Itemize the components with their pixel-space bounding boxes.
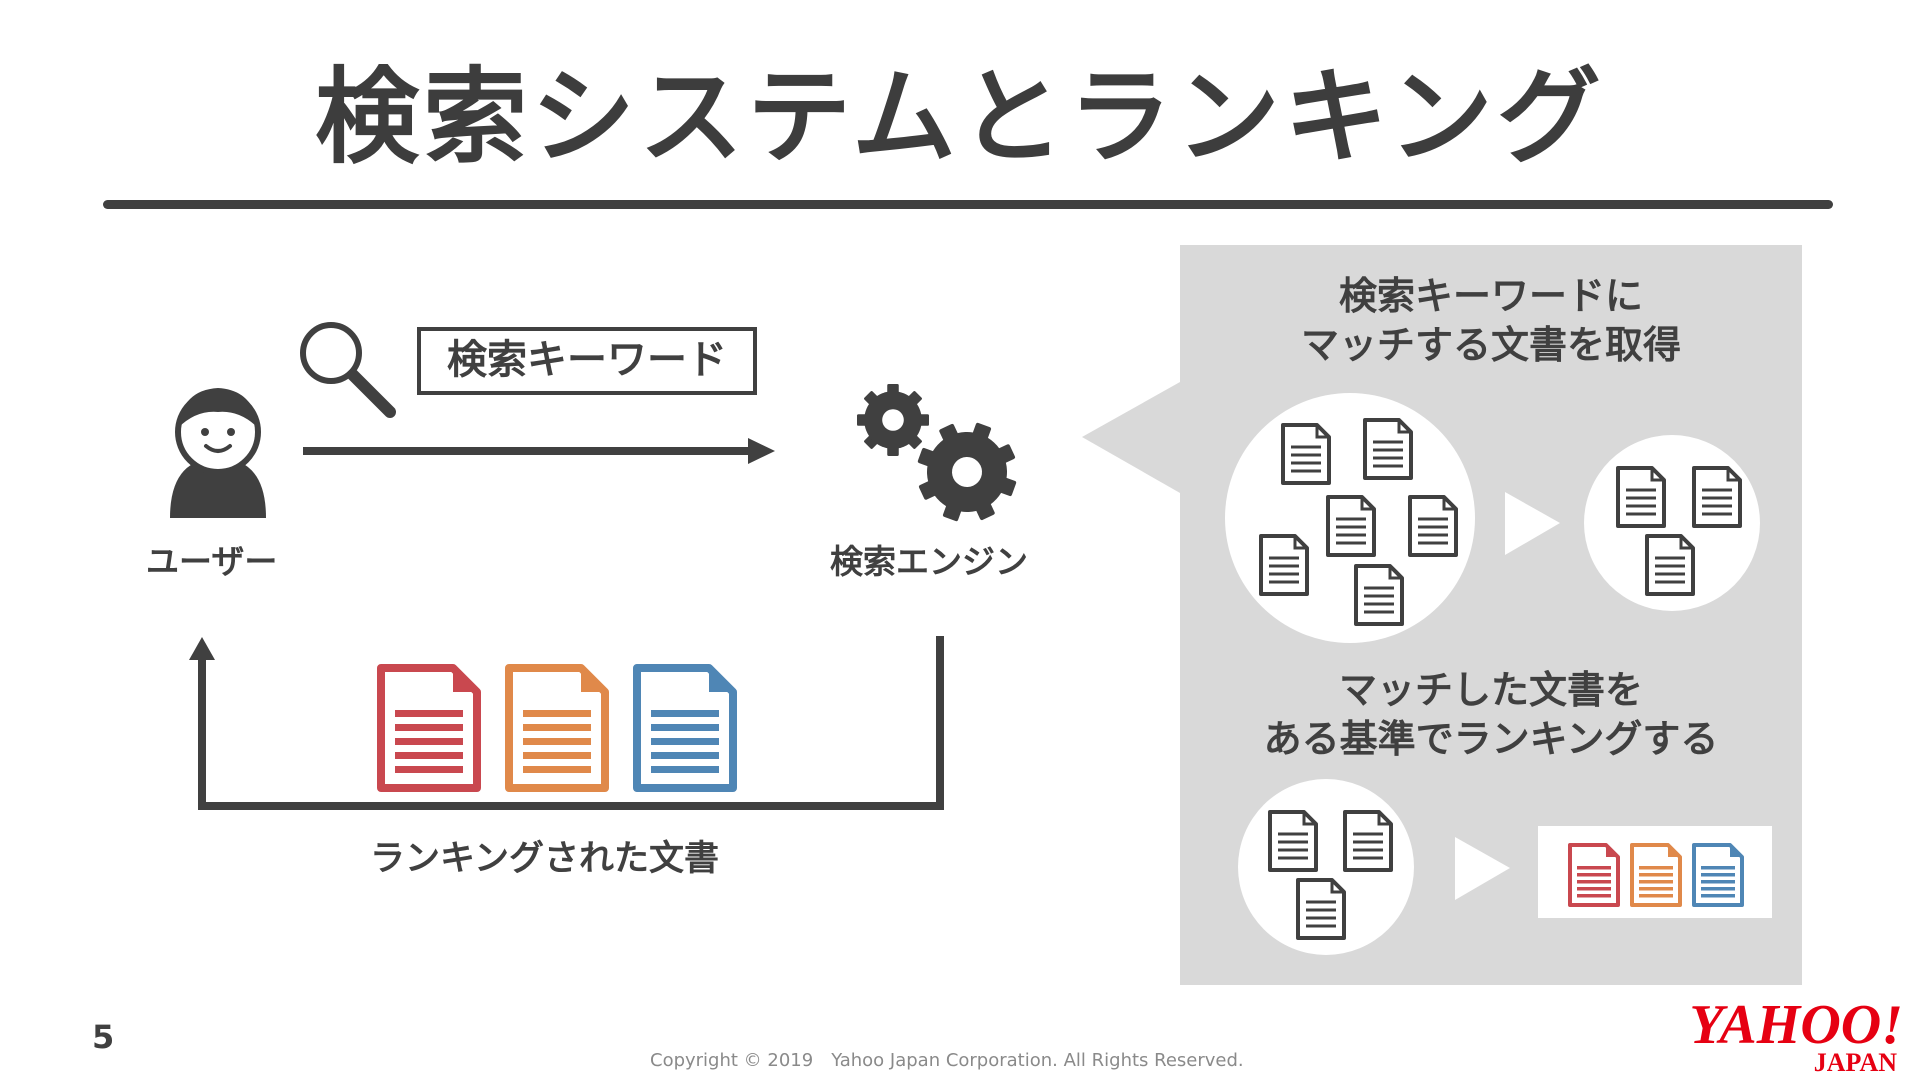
document-icon — [1692, 466, 1742, 528]
search-icon — [300, 322, 396, 418]
document-icon — [1343, 810, 1393, 872]
document-icon — [1408, 495, 1458, 557]
svg-text:JAPAN: JAPAN — [1814, 1048, 1898, 1077]
step1-caption-line1: 検索キーワードに — [1338, 274, 1643, 318]
triangle-arrow-icon — [1455, 837, 1510, 900]
ranked-mini-documents — [1568, 843, 1744, 907]
search-keyword-box: 検索キーワード — [417, 327, 757, 395]
user-icon — [170, 388, 266, 518]
ranked-document-icon — [1630, 843, 1682, 907]
query-arrow — [303, 438, 775, 464]
ranked-document-icon — [633, 664, 737, 792]
copyright-text: Copyright © 2019 Yahoo Japan Corporation… — [650, 1050, 1244, 1071]
step2-caption-line2: ある基準でランキングする — [1263, 717, 1719, 761]
result-arrow — [189, 636, 944, 810]
document-icon — [1326, 495, 1376, 557]
page-number: 5 — [92, 1018, 115, 1056]
title-underline — [103, 200, 1833, 209]
ranked-documents — [377, 664, 737, 792]
document-icon — [1645, 534, 1695, 596]
document-icon — [1296, 878, 1346, 940]
document-icon — [1616, 466, 1666, 528]
user-label: ユーザー — [146, 542, 278, 581]
ranked-document-icon — [1692, 843, 1744, 907]
yahoo-japan-logo: YAHOO! JAPAN — [1689, 994, 1903, 1077]
slide-title: 検索システムとランキング — [315, 56, 1605, 178]
ranked-document-icon — [377, 664, 481, 792]
ranked-document-icon — [1568, 843, 1620, 907]
ranked-document-icon — [505, 664, 609, 792]
step1-caption-line2: マッチする文書を取得 — [1300, 323, 1681, 367]
svg-text:YAHOO!: YAHOO! — [1689, 994, 1903, 1056]
ranked-documents-label: ランキングされた文書 — [370, 839, 719, 879]
document-icon — [1259, 534, 1309, 596]
document-icon — [1281, 423, 1331, 485]
triangle-arrow-icon — [1505, 492, 1560, 555]
panel-pointer — [1082, 382, 1180, 493]
document-icon — [1363, 418, 1413, 480]
step1-caption: 検索キーワードに マッチする文書を取得 — [1180, 272, 1802, 370]
document-icon — [1354, 564, 1404, 626]
document-icon — [1268, 810, 1318, 872]
step2-caption: マッチした文書を ある基準でランキングする — [1180, 666, 1802, 764]
step2-caption-line1: マッチした文書を — [1338, 668, 1643, 712]
search-engine-label: 検索エンジン — [830, 542, 1028, 581]
